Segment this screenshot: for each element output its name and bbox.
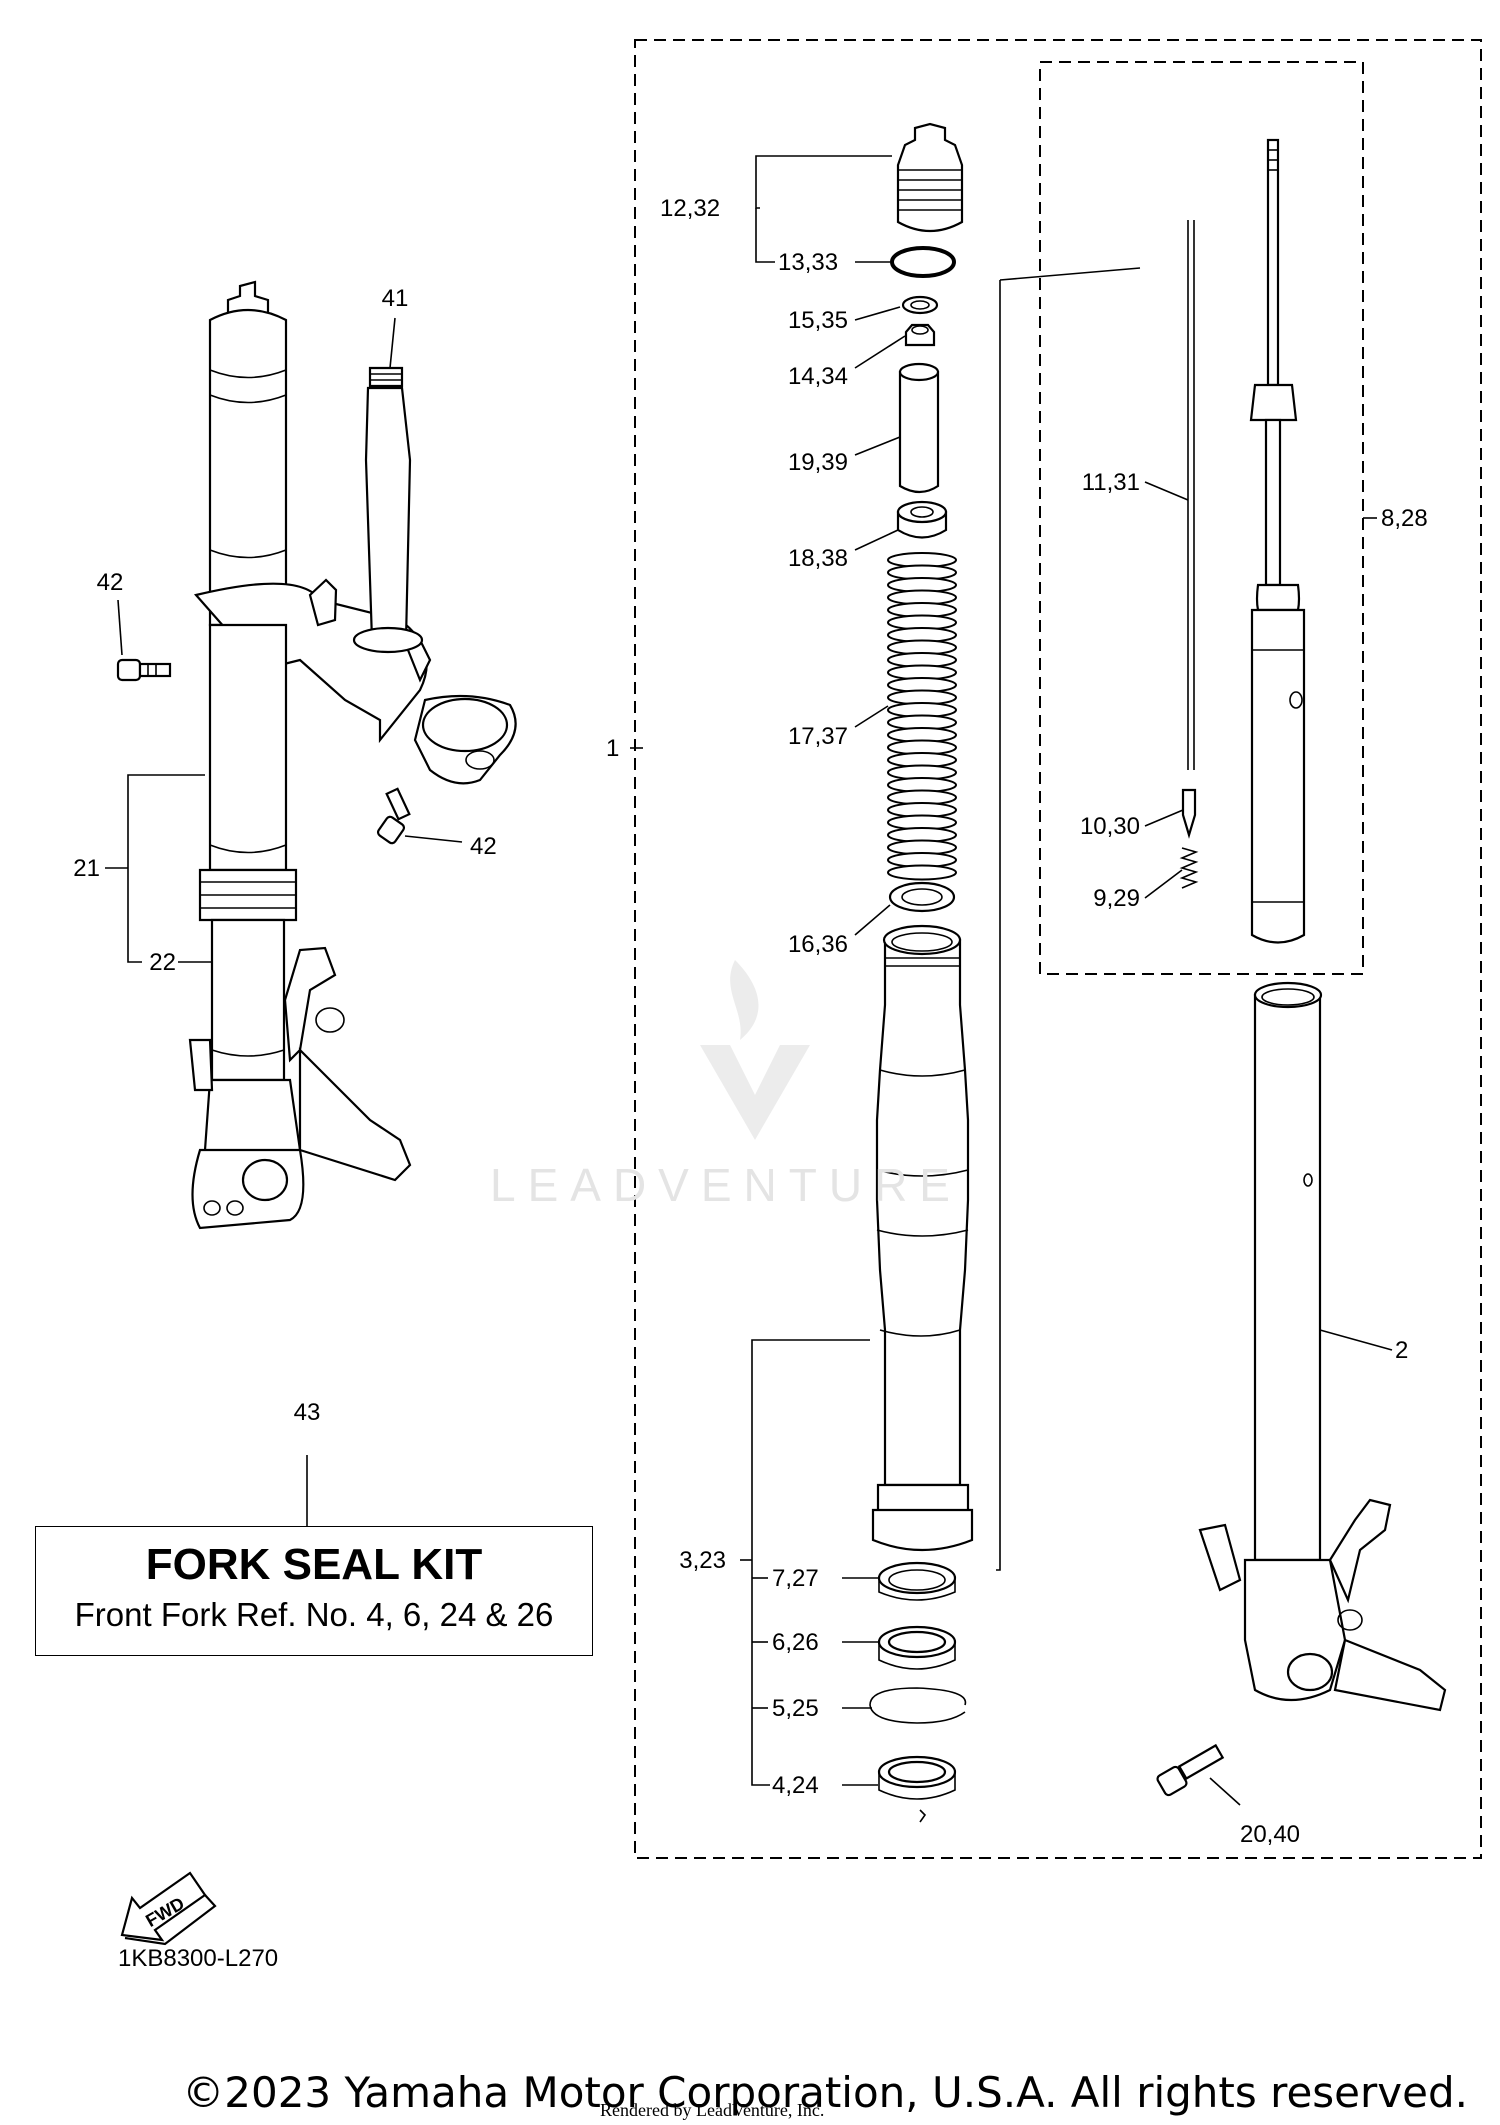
callout-42-upper: 42 — [97, 569, 124, 596]
outer-tube — [875, 938, 970, 1487]
callout-10-30: 10,30 — [1080, 813, 1140, 840]
callout-19-39: 19,39 — [788, 449, 848, 476]
fork-assembly-boundary — [634, 39, 1482, 1859]
spring-coil — [887, 864, 957, 881]
dust-seal — [877, 1561, 957, 1601]
left-fork-assembly — [116, 280, 517, 1230]
watermark-text: LEADVENTURE — [490, 1159, 962, 1211]
copyright-notice: ©2023 Yamaha Motor Corporation, U.S.A. A… — [182, 2068, 1468, 2117]
callout-22: 22 — [149, 949, 176, 976]
watermark-logo — [700, 960, 810, 1140]
callout-21: 21 — [73, 855, 100, 882]
callout-16-36: 16,36 — [788, 931, 848, 958]
spring-washer — [888, 881, 956, 913]
rendered-by: Rendered by LeadVenture, Inc. — [600, 2100, 825, 2120]
callout-18-38: 18,38 — [788, 545, 848, 572]
damper-rod-assembly — [1179, 138, 1306, 944]
spacer-tube — [898, 370, 940, 494]
callout-labels: 41 42 42 21 22 43 1 2 12,32 13,33 15,35 … — [73, 195, 1427, 1848]
fwd-arrow-icon: FWD — [120, 1871, 217, 1946]
callout-11-31: 11,31 — [1082, 469, 1140, 496]
left-leader-lines — [105, 317, 463, 1526]
callout-2: 2 — [1395, 1337, 1408, 1364]
callout-8-28: 8,28 — [1381, 505, 1428, 532]
caliper-bracket — [298, 1047, 412, 1182]
cap-bolt — [896, 122, 964, 232]
steering-stem — [364, 386, 412, 642]
damper-cylinder — [1250, 608, 1306, 944]
kit-subtitle: Front Fork Ref. No. 4, 6, 24 & 26 — [74, 1596, 554, 1633]
callout-12-32: 12,32 — [660, 195, 720, 222]
damper-rod — [1266, 138, 1280, 387]
callout-1: 1 — [606, 735, 619, 762]
fork-seal-kit-box: FORK SEAL KIT Front Fork Ref. No. 4, 6, … — [35, 1526, 593, 1656]
clamp-bolt-lower — [376, 787, 411, 845]
left-outer-tube-upper — [208, 308, 288, 627]
callout-43: 43 — [294, 1399, 321, 1426]
callout-9-29: 9,29 — [1093, 885, 1140, 912]
callout-4-24: 4,24 — [772, 1772, 819, 1799]
inner-tube-assembly — [1156, 981, 1447, 1797]
callout-14-34: 14,34 — [788, 363, 848, 390]
kit-title: FORK SEAL KIT — [145, 1540, 483, 1589]
callout-41: 41 — [382, 285, 409, 312]
callout-13-33: 13,33 — [778, 249, 838, 276]
callout-17-37: 17,37 — [788, 723, 848, 750]
oil-seal — [877, 1625, 957, 1670]
right-leader-lines — [630, 155, 1393, 1806]
adjuster-needle — [1181, 788, 1197, 839]
callout-42-lower: 42 — [470, 833, 497, 860]
callout-5-25: 5,25 — [772, 1695, 819, 1722]
callout-6-26: 6,26 — [772, 1629, 819, 1656]
axle-pinch-bolt — [1156, 1743, 1225, 1797]
retaining-clip — [869, 1687, 967, 1724]
diagram-code: 1KB8300-L270 — [118, 1945, 279, 1972]
o-ring — [890, 246, 956, 278]
callout-15-35: 15,35 — [788, 307, 848, 334]
locknut — [904, 323, 936, 347]
inner-tube — [1253, 993, 1322, 1562]
callout-3-23: 3,23 — [679, 1547, 726, 1574]
clamp-bolt-upper — [116, 658, 172, 682]
callout-7-27: 7,27 — [772, 1565, 819, 1592]
fork-spring — [887, 552, 957, 881]
washer — [901, 295, 939, 315]
guide-bushing — [877, 1755, 957, 1800]
needle-spring — [1179, 847, 1199, 889]
callout-20-40: 20,40 — [1240, 1821, 1300, 1848]
fork-components-stack — [869, 122, 974, 1823]
